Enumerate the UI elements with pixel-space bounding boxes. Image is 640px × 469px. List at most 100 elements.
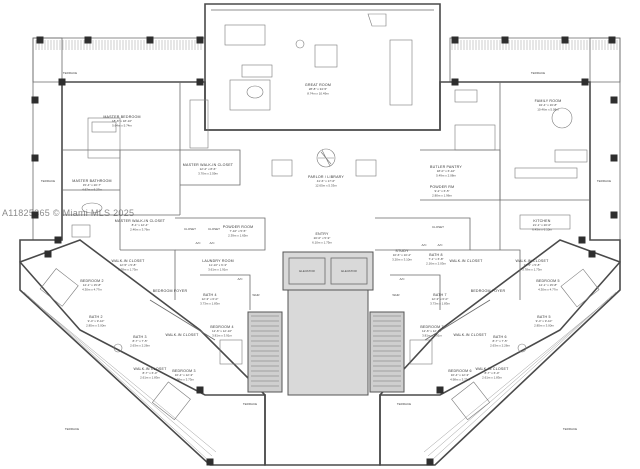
fixed-label-elevator: ELEVATOR [341, 269, 357, 273]
room-dims: 8'-7" x 6'-0" [142, 371, 157, 375]
room-label-walkin-4: WALK-IN CLOSET [165, 333, 199, 337]
room-metric: 2.61m x 1.83m [482, 375, 502, 379]
room-metric: 2.46m x 3.76m [130, 227, 150, 231]
room-metric: 4.30m x 4.77m [538, 287, 558, 291]
column [206, 458, 214, 466]
room-metric: 2.16m x 2.03m [426, 261, 446, 265]
room-metric: 4.98m x 3.73m [450, 377, 470, 381]
room-dims: 16'-4" x 12'-3" [175, 373, 193, 377]
fixed-label-ac: A/C [421, 243, 427, 247]
structural-columns [31, 36, 618, 466]
room-name: ENTRY [315, 232, 329, 236]
room-name: POWDER RM [430, 185, 455, 189]
room-dims: 18'-0" x 6'-10" [437, 169, 455, 173]
room-dims: 28'-8" x 34'-5" [309, 87, 327, 91]
room-dims: 12'-3" x 6'-0" [202, 297, 219, 301]
room-name: BEDROOM 4 [210, 325, 233, 329]
fixed-label-terrace: TERRACE [41, 179, 55, 183]
fixed-label-terrace: TERRACE [397, 402, 411, 406]
room-name: WALK-IN CLOSET [165, 333, 199, 337]
room-metric: 3.70m x 2.59m [198, 171, 218, 175]
column [196, 78, 204, 86]
central-core [247, 251, 405, 396]
room-label-bath-8: BATH 87'-1" x 6'-8"2.16m x 2.03m [426, 253, 446, 265]
fixed-label-terrace: TERRACE [563, 427, 577, 431]
room-name: BEDROOM 5 [536, 279, 559, 283]
room-dims: 8'-1" x 12'-4" [132, 223, 149, 227]
column [451, 36, 459, 44]
room-metric: 2.85m x 3.00m [534, 323, 554, 327]
fixed-label-ac: A/C [437, 243, 443, 247]
fixed-label-terrace: TERRACE [243, 402, 257, 406]
room-label-bedroom-4: BEDROOM 412'-6" x 12'-10"3.81m x 3.91m [210, 325, 233, 337]
room-metric: 2.80m x 1.96m [432, 193, 452, 197]
room-dims: 16'-4" x 12'-3" [451, 373, 469, 377]
room-label-bath-5: BATH 59'-4" x 9'-10"2.85m x 3.00m [534, 315, 554, 327]
room-dims: 12'-5" x 5'-8" [524, 263, 541, 267]
room-metric: 2.85m x 3.00m [86, 323, 106, 327]
room-name: BATH 3 [133, 335, 147, 339]
room-name: KITCHEN [533, 219, 550, 223]
room-name: BATH 2 [89, 315, 103, 319]
room-name: BEDROOM 2 [80, 279, 103, 283]
room-metric: 12.65m x 5.33m [315, 183, 337, 187]
fixed-label-whr: WHR [252, 293, 260, 297]
room-dims: 14'-1" x 15'-8" [539, 283, 557, 287]
room-metric: 3.20m x 3.10m [392, 257, 412, 261]
room-dims: 12'-6" x 12'-10" [422, 329, 442, 333]
room-name: LAUNDRY ROOM [202, 259, 234, 263]
fixed-label-ac: A/C [195, 241, 201, 245]
column [44, 250, 52, 258]
furniture [39, 13, 600, 421]
room-label-bedroom-foyer-l: BEDROOM FOYER [153, 289, 188, 293]
room-dims: 14'-1" x 15'-8" [83, 283, 101, 287]
room-name: BEDROOM 3 [172, 369, 195, 373]
room-name: BEDROOM FOYER [153, 289, 188, 293]
fixed-label-closet: CLOSET [184, 227, 196, 231]
room-label-bedroom-6: BEDROOM 616'-4" x 12'-3"4.98m x 3.73m [448, 369, 471, 381]
room-metric: 4.98m x 3.73m [174, 377, 194, 381]
room-name: WALK-IN CLOSET [453, 333, 487, 337]
column [436, 386, 444, 394]
room-dims: 11'-10" x 6'-3" [209, 263, 227, 267]
terrace-top-right [449, 37, 621, 83]
column [610, 96, 618, 104]
room-metric: 10.46m x 5.08m [537, 107, 559, 111]
room-label-powder-1: POWDER RM9'-2" x 6'-5"2.80m x 1.96m [430, 185, 455, 197]
room-metric: 3.78m x 1.73m [118, 267, 138, 271]
column [588, 250, 596, 258]
room-metric: 6.43m x 6.10m [532, 227, 552, 231]
interior-partitions [62, 82, 590, 341]
watermark: A11825365 © Miami MLS 2025 [2, 208, 135, 218]
room-label-bedroom-7: BEDROOM 712'-6" x 12'-10"3.81m x 3.91m [420, 325, 443, 337]
room-dims: 8'-7" x 7'-5" [492, 339, 507, 343]
room-dims: 18'-6" x 18'-10" [112, 119, 132, 123]
room-label-bath-7: BATH 712'-3" x 6'-0"3.73m x 1.83m [430, 293, 450, 305]
room-dims: 12'-2" x 8'-6" [200, 167, 217, 171]
room-name: STUDY [395, 249, 409, 253]
column [610, 211, 618, 219]
fixed-label-terrace: TERRACE [65, 427, 79, 431]
room-name: WALK-IN CLOSET [515, 259, 549, 263]
fixed-label-elevator: ELEVATOR [299, 269, 315, 273]
room-metric: 4.67m x 6.27m [82, 187, 102, 191]
main-body-walls [19, 81, 621, 466]
room-name: BEDROOM FOYER [471, 289, 506, 293]
column [578, 236, 586, 244]
room-dims: 9'-4" x 9'-10" [536, 319, 553, 323]
room-metric: 4.30m x 4.77m [82, 287, 102, 291]
room-label-walkin-7: WALK-IN CLOSET [453, 333, 487, 337]
room-dims: 41'-6" x 17'-6" [317, 179, 335, 183]
room-metric: 2.63m x 2.26m [490, 343, 510, 347]
column [58, 78, 66, 86]
room-label-bath-6: BATH 68'-7" x 7'-5"2.63m x 2.26m [490, 335, 510, 347]
room-metric: 3.78m x 1.73m [522, 267, 542, 271]
